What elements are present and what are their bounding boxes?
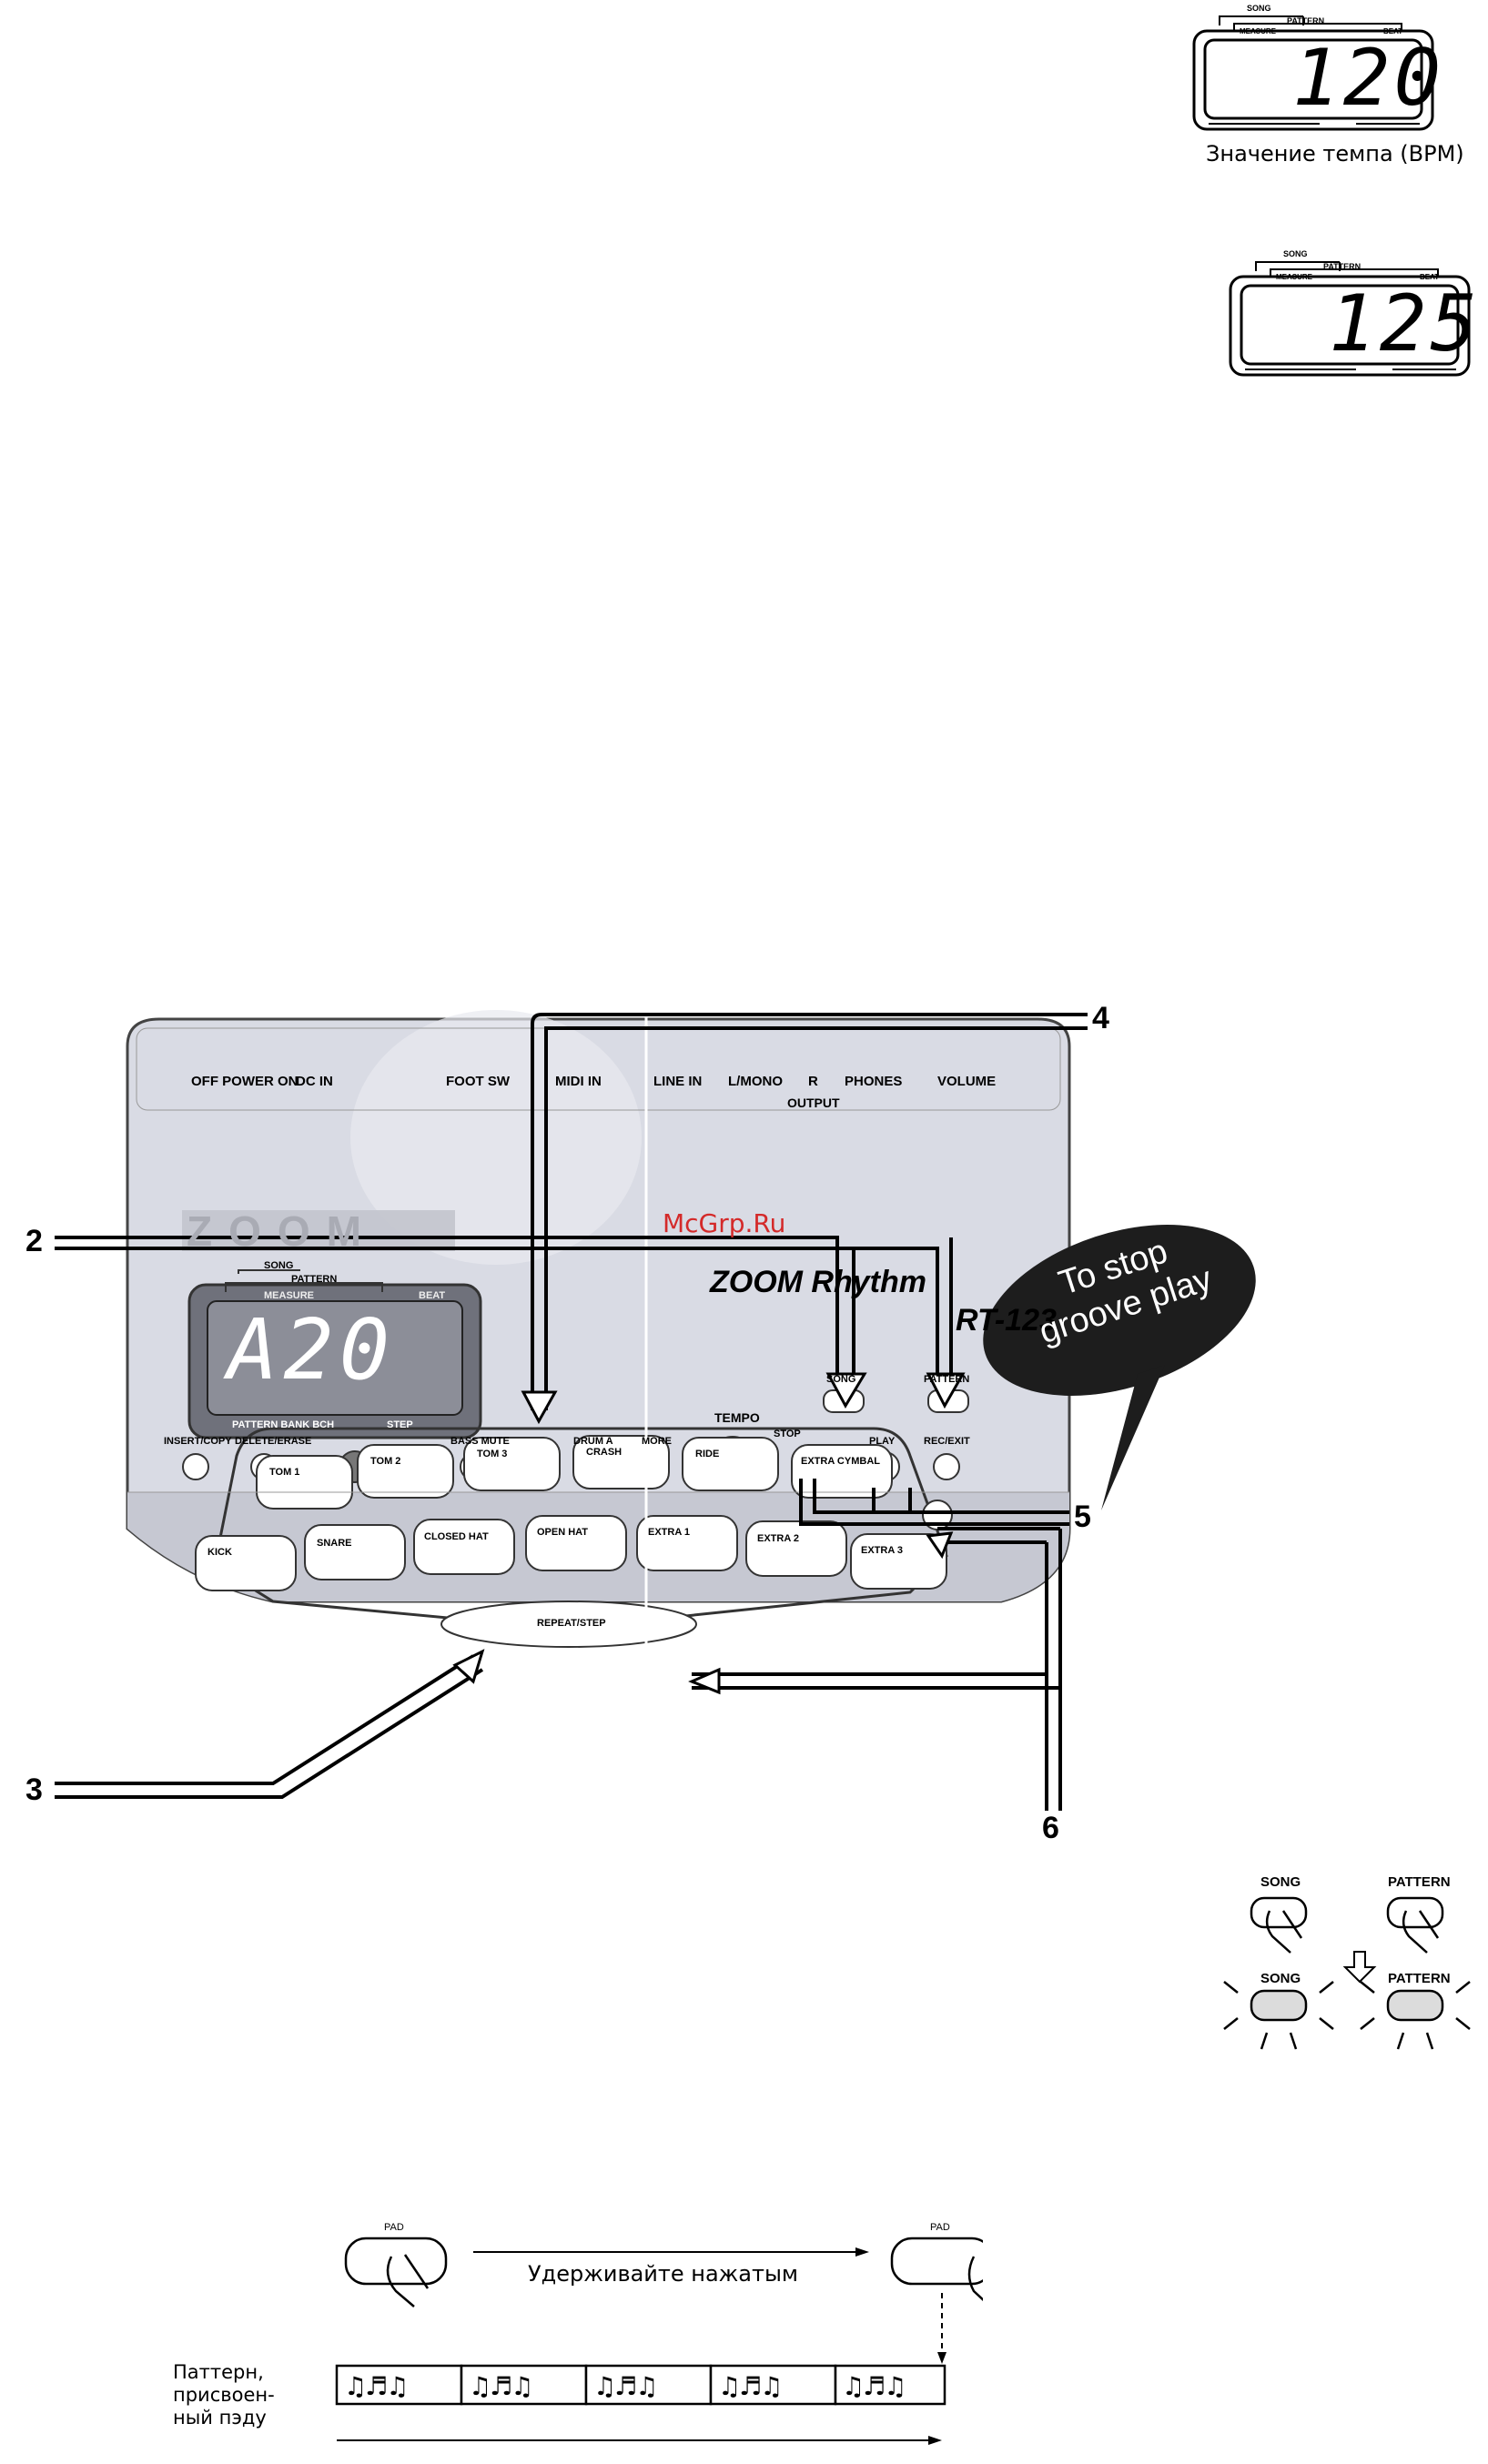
btn-label-pattern: PATTERN	[924, 1374, 970, 1385]
lcd2-beat-label: BEAT	[1420, 273, 1440, 281]
note-glyphs-3: ♫♬♫	[593, 2371, 658, 2401]
label-r: R	[808, 1074, 818, 1089]
display-measure-label: MEASURE	[264, 1290, 315, 1301]
model-number: RT-123	[956, 1303, 1057, 1338]
note-glyphs-4: ♫♬♫	[718, 2371, 783, 2401]
callout-4: 4	[1092, 1001, 1109, 1035]
display-song-label: SONG	[264, 1260, 294, 1271]
btn-label-song: SONG	[826, 1374, 856, 1385]
device-body-svg	[55, 1001, 1256, 1856]
lcd-measure-label: MEASURE	[1240, 27, 1277, 35]
pattern-icon-label: PATTERN	[1388, 1874, 1451, 1890]
pattern-assigned-label: Паттерн, присвоен-ный пэду	[173, 2361, 275, 2429]
btn-label-tempo: TEMPO	[714, 1410, 760, 1425]
repeat-step-label[interactable]: REPEAT/STEP	[537, 1618, 606, 1629]
note-glyphs-1: ♫♬♫	[344, 2371, 409, 2401]
tempo-caption: Значение темпа (BPM)	[1206, 141, 1464, 167]
callout-3: 3	[25, 1772, 43, 1807]
pad-tom1[interactable]: TOM 1	[269, 1467, 300, 1478]
tempo-lcd-frame	[1192, 15, 1434, 131]
label-power: OFF POWER ON	[191, 1074, 299, 1089]
lcd-beat-label: BEAT	[1383, 27, 1403, 35]
device-illustration: OFF POWER ON DC IN FOOT SW MIDI IN LINE …	[0, 1001, 1488, 1865]
label-dc-in: DC IN	[296, 1074, 333, 1089]
pad-tom3[interactable]: TOM 3	[477, 1449, 508, 1459]
pad-extra-2[interactable]: EXTRA 2	[757, 1533, 800, 1544]
tempo-lcd-125: SONG PATTERN MEASURE BEAT 125	[1220, 246, 1477, 382]
label-output: OUTPUT	[787, 1096, 840, 1110]
hold-pad-diagram: PAD PAD Удерживайте нажатым Паттерн, при…	[164, 2202, 983, 2461]
pad-closed-hat[interactable]: CLOSED HAT	[424, 1531, 489, 1542]
label-l-mono: L/MONO	[728, 1074, 783, 1089]
note-glyphs-2: ♫♬♫	[469, 2371, 533, 2401]
pad-extra-3[interactable]: EXTRA 3	[861, 1545, 904, 1556]
callout-5: 5	[1074, 1500, 1091, 1534]
btn-label-delete-erase: DELETE/ERASE	[235, 1436, 312, 1447]
tempo-lcd-120: SONG PATTERN MEASURE BEAT 120	[1183, 0, 1441, 136]
pad-crash[interactable]: CRASH	[586, 1447, 623, 1458]
btn-label-bass-mute: BASS MUTE	[450, 1436, 510, 1447]
song-pattern-icons: SONG PATTERN SONG PATTERN	[1220, 1865, 1483, 2075]
label-phones: PHONES	[845, 1074, 903, 1089]
pad-extra-cymbal[interactable]: EXTRA CYMBAL	[801, 1456, 880, 1467]
lcd-pattern-label: PATTERN	[1287, 16, 1325, 25]
display-beat-label: BEAT	[419, 1290, 446, 1301]
lcd2-measure-label: MEASURE	[1276, 273, 1313, 281]
display-bottom-left: PATTERN BANK BCH	[232, 1419, 335, 1430]
zoom-logo: ZOOM	[187, 1207, 378, 1255]
btn-label-play: PLAY	[869, 1436, 896, 1447]
song-pattern-svg	[1223, 1896, 1471, 2050]
note-glyphs-5: ♫♬♫	[842, 2371, 906, 2401]
callout-6: 6	[1042, 1811, 1059, 1845]
watermark: McGrp.Ru	[663, 1208, 786, 1238]
label-line-in: LINE IN	[653, 1074, 703, 1089]
btn-label-drum-a: DRUM A	[573, 1436, 613, 1447]
lcd-tempo-value: 120	[1292, 33, 1445, 124]
pad-open-hat[interactable]: OPEN HAT	[537, 1527, 589, 1538]
model-text: ZOOM Rhythm	[710, 1265, 926, 1299]
display-bottom-right: STEP	[387, 1419, 413, 1430]
label-foot-sw: FOOT SW	[446, 1074, 510, 1089]
callout-2: 2	[25, 1224, 43, 1258]
btn-label-insert-copy: INSERT/COPY	[164, 1436, 232, 1447]
label-volume: VOLUME	[937, 1074, 997, 1089]
hold-pad-svg	[335, 2237, 983, 2445]
pad-tom2[interactable]: TOM 2	[370, 1456, 401, 1467]
label-midi-in: MIDI IN	[555, 1074, 602, 1089]
lcd2-song-label: SONG	[1283, 249, 1308, 258]
btn-label-stop: STOP	[774, 1429, 801, 1439]
lcd-song-label: SONG	[1247, 4, 1271, 13]
btn-label-more: MORE	[642, 1436, 672, 1447]
hold-text: Удерживайте нажатым	[528, 2261, 799, 2287]
lcd2-tempo-value: 125	[1329, 278, 1482, 369]
display-pattern-label: PATTERN	[291, 1274, 338, 1285]
lcd2-pattern-label: PATTERN	[1323, 262, 1361, 271]
display-value: A20	[228, 1301, 396, 1399]
btn-label-rec-exit: REC/EXIT	[924, 1436, 970, 1447]
pad-snare[interactable]: SNARE	[317, 1538, 352, 1549]
pattern-lit-label: PATTERN	[1388, 1971, 1451, 1986]
pad-ride[interactable]: RIDE	[695, 1449, 720, 1459]
pad-kick[interactable]: KICK	[208, 1547, 232, 1558]
song-lit-label: SONG	[1260, 1971, 1301, 1986]
song-icon-label: SONG	[1260, 1874, 1301, 1890]
pad-extra-1[interactable]: EXTRA 1	[648, 1527, 691, 1538]
pad-label-left: PAD	[384, 2222, 404, 2233]
tempo-lcd-frame-2	[1229, 261, 1471, 377]
pad-label-right: PAD	[930, 2222, 950, 2233]
